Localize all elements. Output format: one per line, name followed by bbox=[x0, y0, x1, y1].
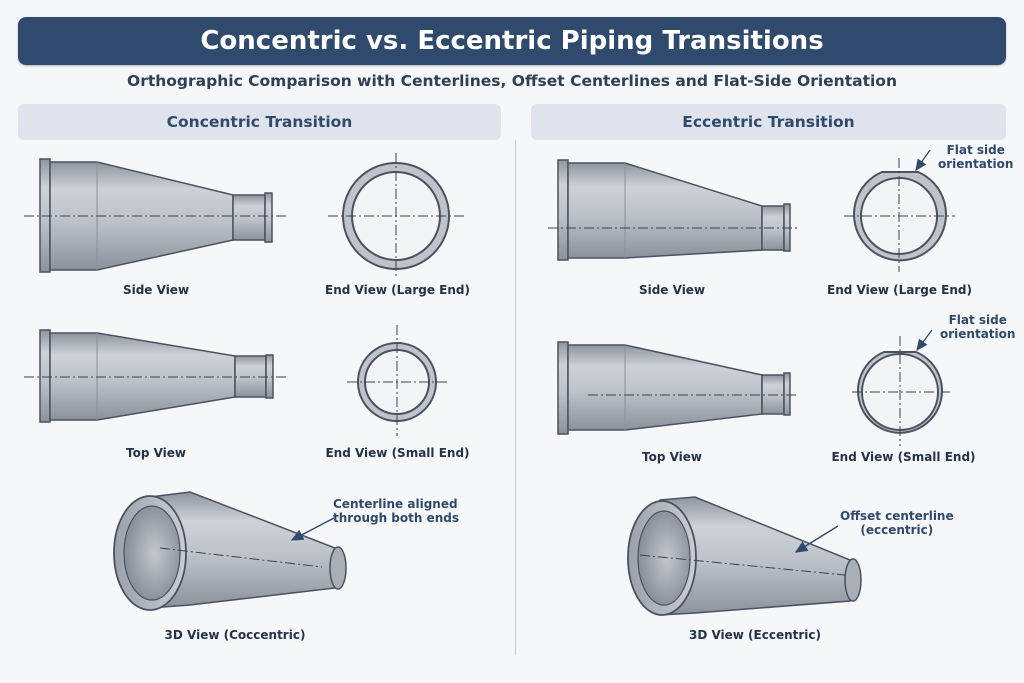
note-line: orientation bbox=[940, 327, 1016, 341]
concentric-top-view bbox=[24, 329, 288, 423]
panel-divider bbox=[515, 140, 516, 655]
eccentric-end-small-label: End View (Small End) bbox=[831, 450, 976, 464]
eccentric-side-view bbox=[548, 159, 798, 261]
callout-line: through both ends bbox=[333, 511, 459, 525]
concentric-end-view-large bbox=[328, 153, 464, 279]
eccentric-3d-view bbox=[627, 496, 862, 616]
page-title: Concentric vs. Eccentric Piping Transiti… bbox=[18, 17, 1006, 65]
callout-line: (eccentric) bbox=[860, 523, 934, 537]
note-line: orientation bbox=[938, 157, 1014, 171]
page-subtitle: Orthographic Comparison with Centerlines… bbox=[127, 72, 897, 90]
eccentric-3d-view-label: 3D View (Eccentric) bbox=[688, 628, 822, 642]
flat-side-note-large: Flat side orientation bbox=[938, 143, 1013, 171]
concentric-panel-header: Concentric Transition bbox=[18, 104, 501, 140]
callout-line: Offset centerline bbox=[840, 509, 954, 523]
arrow-icon bbox=[794, 525, 839, 553]
note-line: Flat side bbox=[946, 143, 1005, 157]
eccentric-side-view-label: Side View bbox=[638, 283, 706, 297]
flat-side-note-small: Flat side orientation bbox=[940, 313, 1015, 341]
eccentric-top-view bbox=[557, 341, 798, 435]
concentric-3d-view-label: 3D View (Coccentric) bbox=[164, 628, 306, 642]
arrow-icon bbox=[290, 517, 335, 541]
concentric-end-large-label: End View (Large End) bbox=[325, 283, 470, 297]
concentric-end-view-small bbox=[347, 325, 447, 436]
eccentric-panel-header: Eccentric Transition bbox=[531, 104, 1006, 140]
eccentric-end-view-small bbox=[852, 329, 950, 446]
callout-line: Centerline aligned bbox=[333, 497, 458, 511]
eccentric-offset-callout: Offset centerline (eccentric) bbox=[840, 509, 954, 537]
concentric-top-view-label: Top View bbox=[125, 446, 187, 460]
eccentric-end-large-label: End View (Large End) bbox=[827, 283, 972, 297]
concentric-side-view bbox=[24, 158, 288, 273]
concentric-side-view-label: Side View bbox=[122, 283, 190, 297]
concentric-end-small-label: End View (Small End) bbox=[325, 446, 470, 460]
eccentric-end-view-large bbox=[844, 149, 955, 272]
concentric-3d-view bbox=[113, 491, 347, 611]
eccentric-top-view-label: Top View bbox=[641, 450, 703, 464]
note-line: Flat side bbox=[948, 313, 1007, 327]
concentric-centerline-callout: Centerline aligned through both ends bbox=[333, 497, 459, 525]
arrow-icon bbox=[915, 149, 931, 172]
arrow-icon bbox=[916, 329, 933, 352]
